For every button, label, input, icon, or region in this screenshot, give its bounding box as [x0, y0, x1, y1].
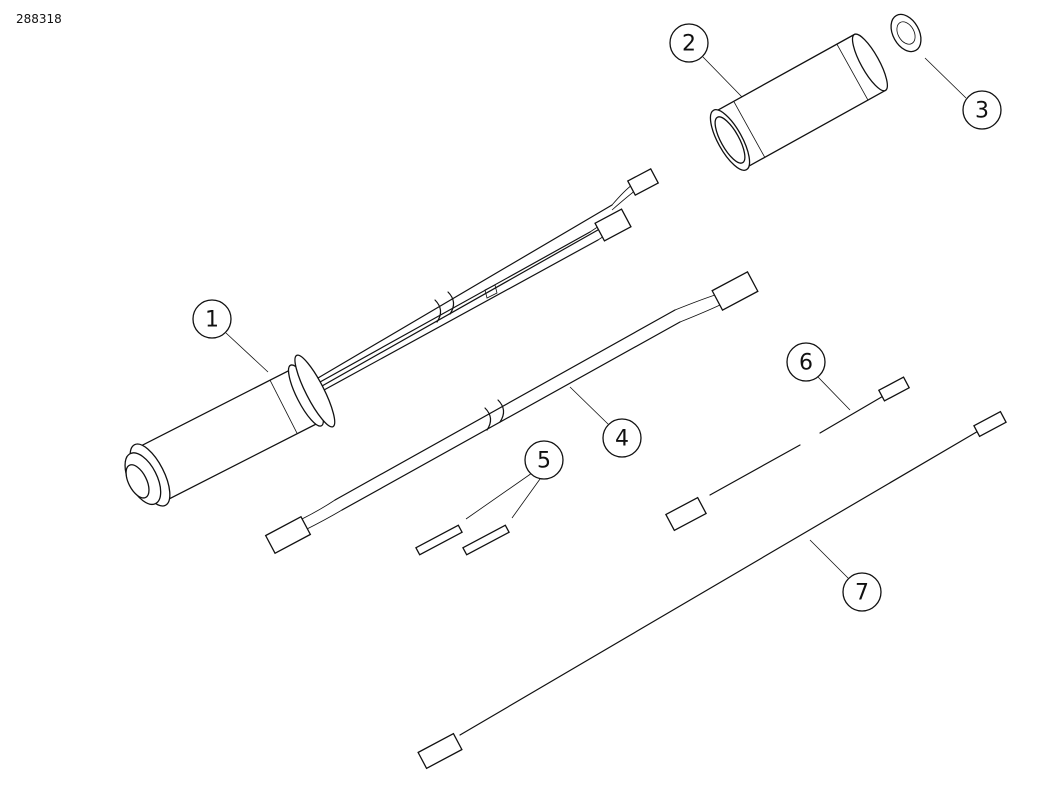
svg-text:3: 3 — [975, 99, 989, 124]
svg-text:5: 5 — [537, 449, 551, 474]
callout-6: 6 — [786, 342, 826, 382]
callout-3: 3 — [962, 90, 1002, 130]
part-7-jumper — [417, 410, 1007, 770]
callout-7: 7 — [842, 572, 882, 612]
svg-text:7: 7 — [855, 581, 869, 606]
part-3-end-cap — [890, 13, 922, 53]
callout-1: 1 — [192, 299, 232, 339]
svg-text:2: 2 — [682, 32, 696, 57]
callout-4: 4 — [602, 418, 642, 458]
svg-text:1: 1 — [205, 308, 219, 333]
part-4-harness — [264, 271, 759, 555]
figure-id: 288318 — [16, 12, 62, 26]
leader-lines — [225, 56, 967, 579]
part-1-grip — [124, 167, 660, 507]
svg-text:4: 4 — [615, 427, 629, 452]
callout-5: 5 — [524, 440, 564, 480]
part-5-butt-connectors — [415, 524, 510, 556]
callout-2: 2 — [669, 23, 709, 63]
part-2-grip — [709, 33, 888, 171]
part-6-jumper — [665, 376, 911, 532]
svg-text:6: 6 — [799, 351, 813, 376]
